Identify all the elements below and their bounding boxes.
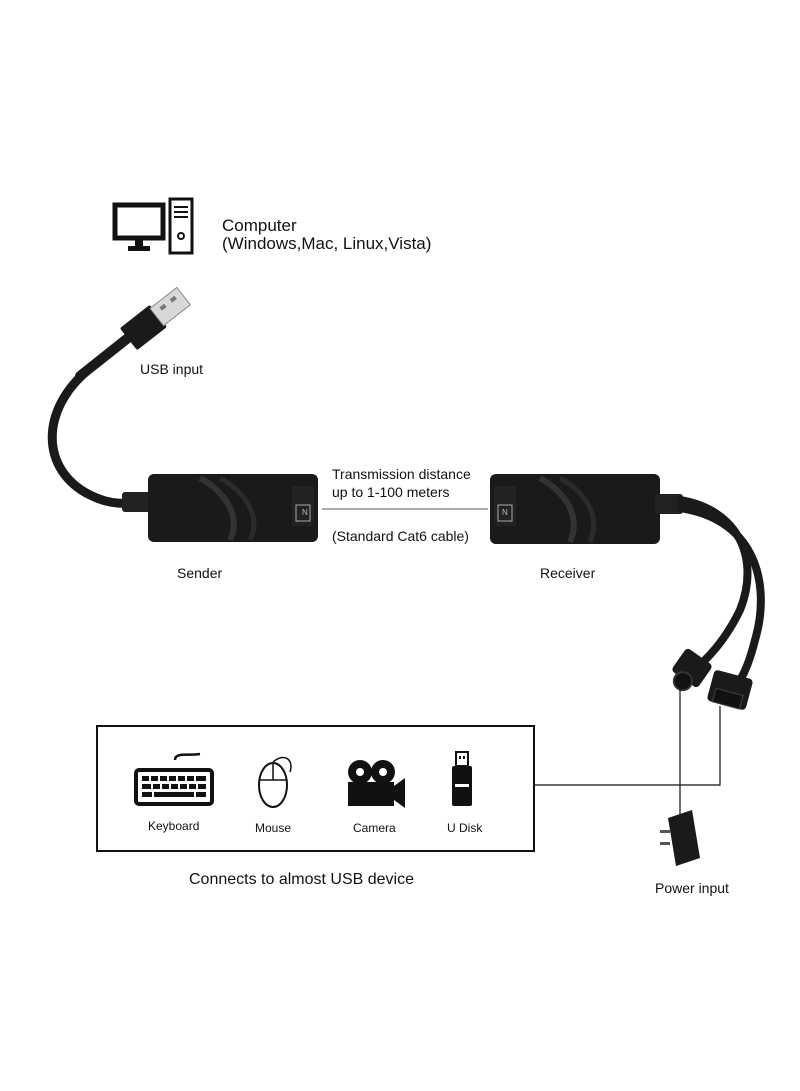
computer-title: Computer [222,216,297,235]
keyboard-icon [134,752,214,806]
sender-strain-relief [122,492,152,512]
dc-jack-icon [672,648,712,692]
keyboard-label: Keyboard [148,819,200,833]
receiver-device: N [490,474,660,544]
mouse-icon [258,756,292,808]
tower-icon [168,197,194,255]
usb-female-icon [707,670,753,710]
usb-input-label: USB input [140,361,204,377]
camera-label: Camera [353,821,396,835]
monitor-icon [112,202,166,251]
usb-disk-icon [452,751,472,806]
sender-label: Sender [177,565,223,581]
mouse-label: Mouse [255,821,292,835]
sender-device: N [148,474,318,542]
devices-caption: Connects to almost USB device [189,871,414,888]
device-line [535,706,721,786]
transmission-range-label: up to 1-100 meters [332,484,450,500]
devices-box [96,725,535,852]
receiver-label: Receiver [540,565,596,581]
sender-cable [47,365,155,508]
svg-text:N: N [502,508,508,517]
receiver-cable-usb [676,504,765,684]
transmission-distance-label: Transmission distance [332,466,471,482]
svg-text:N: N [302,508,308,517]
receiver-cable-power [676,496,752,664]
camera-icon [348,760,405,808]
cable-type-label: (Standard Cat6 cable) [332,528,469,544]
usb-plug-icon [75,286,192,381]
power-input-label: Power input [655,880,729,896]
usb-disk-label: U Disk [447,821,483,835]
power-adapter-icon [660,810,700,866]
receiver-strain-relief [655,494,683,514]
computer-subtitle: (Windows,Mac, Linux,Vista) [222,234,432,253]
